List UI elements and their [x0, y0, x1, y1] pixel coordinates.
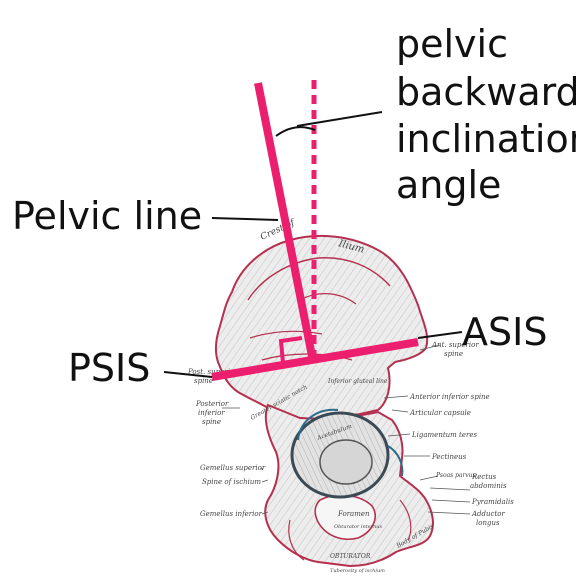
angle-leader	[297, 112, 382, 126]
label-articular-capsule: Articular capsule	[409, 409, 471, 417]
label-post-sup-spine-2: spine	[194, 377, 213, 385]
label-ant-inf-spine: Anterior inferior spine	[409, 393, 490, 401]
ilium-bone	[216, 236, 427, 419]
label-post-inf-spine-2: inferior	[198, 409, 225, 417]
pelvic-line-label: Pelvic line	[12, 194, 202, 238]
label-foramen: Foramen	[337, 510, 370, 518]
label-post-inf-spine-3: spine	[202, 418, 221, 426]
angle-arc	[276, 127, 315, 136]
angle-label-line-3: inclination	[396, 117, 576, 161]
label-gemellus-inf: Gemellus inferior	[200, 510, 263, 518]
label-gemellus-sup: Gemellus superior	[200, 464, 266, 472]
label-post-inf-spine-1: Posterior	[195, 400, 229, 408]
label-obturator-int: Obturator internus	[334, 524, 383, 530]
label-pyramidalis: Pyramidalis	[471, 498, 514, 506]
label-adductor-2: longus	[476, 519, 500, 527]
label-gluteal-line: Inferior gluteal line	[327, 378, 388, 385]
label-obturator: OBTURATOR	[330, 553, 371, 560]
label-psoas: Psoas parvus	[435, 472, 476, 479]
label-adductor-1: Adductor	[471, 510, 505, 518]
angle-label-line-4: angle	[396, 163, 501, 207]
pelvic-line-leader	[212, 218, 278, 220]
asis-label: ASIS	[462, 310, 547, 354]
label-lig-teres: Ligamentum teres	[411, 431, 477, 439]
angle-label-line-2: backward	[396, 70, 576, 114]
label-tuber: Tuberosity of ischium	[330, 568, 385, 574]
label-ant-sup-spine-2: spine	[444, 350, 463, 358]
label-pectineus: Pectineus	[431, 453, 467, 461]
label-spine-ischium: Spine of ischium	[202, 478, 261, 486]
angle-label-line-1: pelvic	[396, 22, 508, 66]
psis-label: PSIS	[68, 346, 150, 390]
label-rectus-2: abdominis	[470, 482, 507, 490]
label-rectus-1: Rectus	[471, 473, 497, 481]
